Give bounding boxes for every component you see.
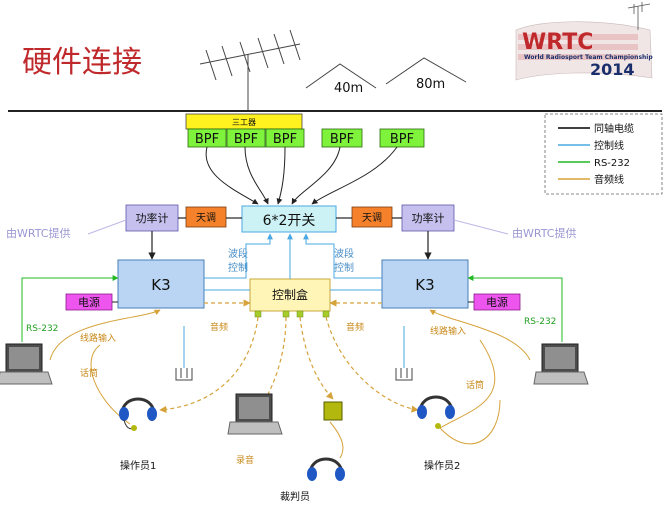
legend-label-3: RS-232 [594, 158, 630, 169]
laptop-left-icon [0, 343, 53, 385]
80m-antenna-icon [385, 57, 467, 85]
40m-antenna-icon [305, 63, 377, 89]
audio-label-right: 音频 [346, 321, 364, 333]
provided-by-wrtc-left: 由WRTC提供 [6, 226, 70, 240]
bpf-box-5 [379, 128, 425, 148]
legend-label-4: 音频线 [594, 173, 624, 186]
bpf-label-3: BPF [273, 132, 297, 147]
switch-6x2-box [241, 205, 337, 233]
control-box-label: 控制盒 [272, 287, 308, 302]
headset-operator2-icon [417, 395, 455, 429]
legend-label-1: 同轴电缆 [594, 122, 634, 135]
headset-operator1-icon [119, 397, 157, 431]
power-supply-right-label: 电源 [486, 295, 508, 309]
line-in-label-right: 线路输入 [430, 325, 466, 337]
bpf-label-2: BPF [234, 132, 258, 147]
legend-label-2: 控制线 [594, 139, 624, 152]
bpf-label-1: BPF [195, 132, 219, 147]
headset-judge-icon [307, 457, 345, 481]
power-meter-right-box [401, 204, 455, 232]
operator1-label: 操作员1 [120, 459, 156, 472]
mic-label-right: 话筒 [466, 379, 484, 391]
power-meter-left-label: 功率计 [136, 211, 169, 225]
band-80m-label: 80m [416, 77, 445, 92]
control-box [249, 278, 331, 312]
tuner-left-label: 天调 [196, 212, 216, 224]
k3-right-label: K3 [415, 276, 434, 294]
bpf-box-2 [226, 128, 266, 148]
power-meter-right-label: 功率计 [412, 211, 445, 225]
keyer-left-icon [175, 326, 193, 381]
provided-leader-right [453, 219, 509, 235]
judge-label: 裁判员 [280, 490, 310, 503]
k3-left-box [117, 259, 205, 309]
band-control-right-line2: 控制 [334, 261, 354, 274]
bpf-box-4 [321, 128, 363, 148]
tuner-right-label: 天调 [362, 212, 382, 224]
band-40m-label: 40m [334, 81, 363, 96]
logo-subtitle: World Radiosport Team Championship [524, 54, 653, 61]
record-label: 录音 [236, 454, 254, 466]
laptop-right-icon [533, 343, 589, 385]
logo-year: 2014 [590, 60, 635, 79]
switch-6x2-label: 6*2开关 [263, 213, 316, 229]
k3-right-box [381, 259, 469, 309]
mic-label-left: 话筒 [80, 367, 98, 379]
rs232-label-right: RS-232 [524, 317, 556, 327]
page-title: 硬件连接 [22, 45, 142, 80]
tuner-right-box [351, 206, 393, 228]
power-supply-left-label: 电源 [78, 295, 100, 309]
recorder-box [323, 401, 343, 421]
logo-main-text: WRTC [522, 30, 593, 55]
band-control-left-line1: 波段 [228, 247, 248, 260]
band-control-left-line2: 控制 [228, 261, 248, 274]
bpf-label-5: BPF [390, 132, 414, 147]
operator2-label: 操作员2 [424, 459, 460, 472]
tuner-left-box [185, 206, 227, 228]
provided-by-wrtc-right: 由WRTC提供 [512, 226, 576, 240]
laptop-judge-icon [227, 393, 283, 435]
triplexer-label: 三工器 [232, 118, 256, 127]
provided-leader-left [87, 219, 127, 235]
rs232-label-left: RS-232 [26, 324, 58, 334]
band-control-right-line1: 波段 [334, 247, 354, 260]
audio-label-left: 音频 [210, 321, 228, 333]
keyer-right-icon [395, 326, 413, 381]
yagi-antenna-icon [199, 29, 301, 110]
k3-left-label: K3 [151, 276, 170, 294]
bpf-label-4: BPF [330, 132, 354, 147]
line-in-label-left: 线路输入 [80, 332, 116, 344]
wrtc-logo: WRTC World Radiosport Team Championship … [515, 2, 653, 81]
